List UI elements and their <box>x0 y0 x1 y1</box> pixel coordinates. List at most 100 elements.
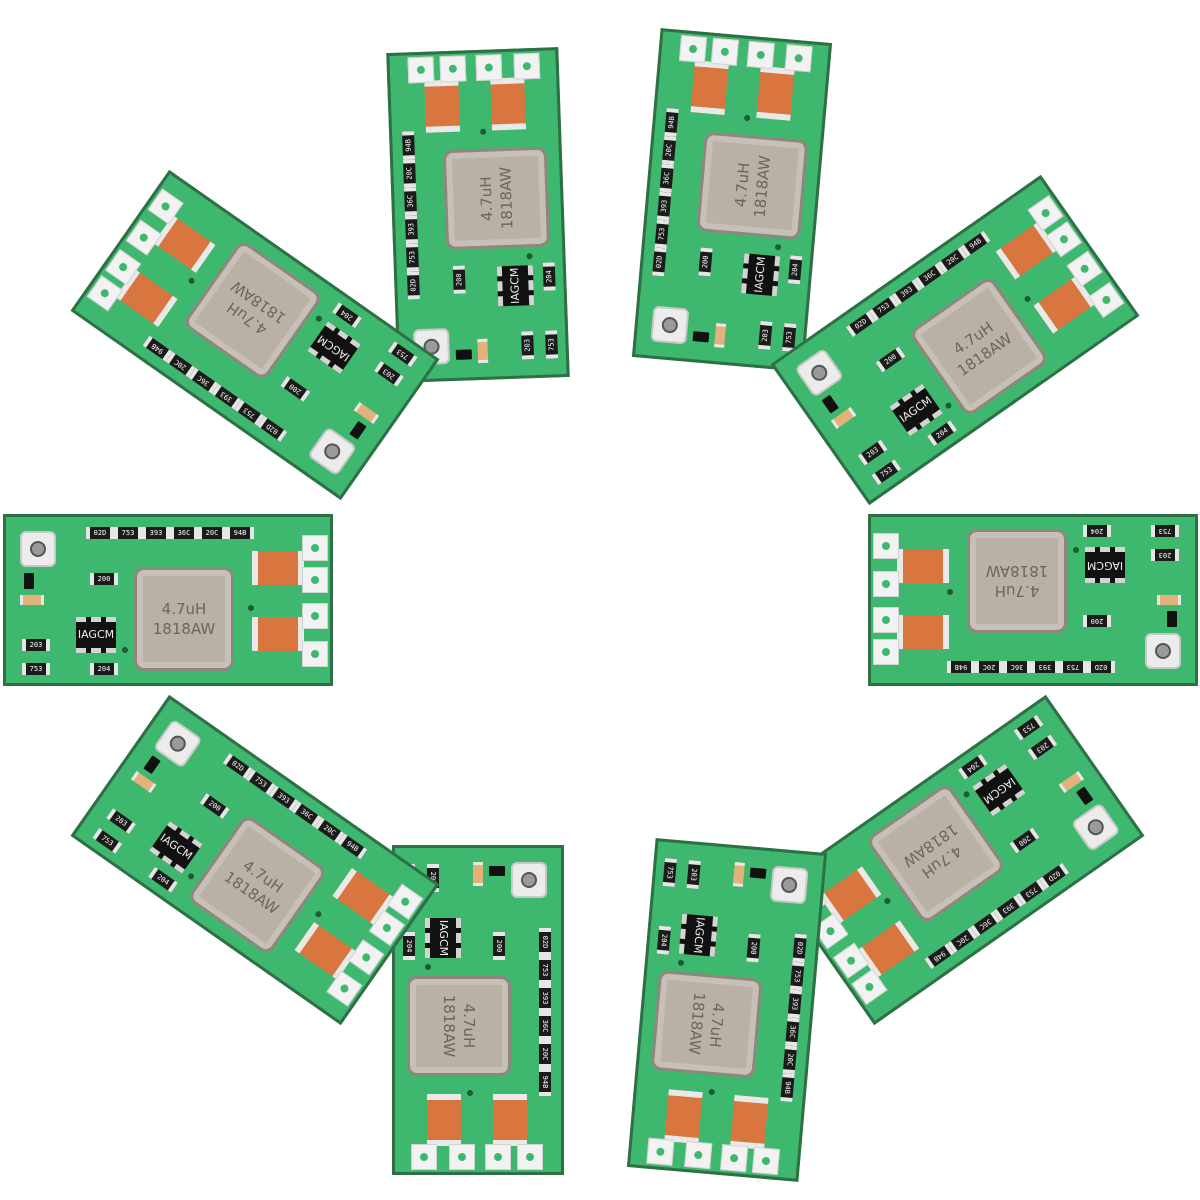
smd-resistor: 753 <box>654 219 669 249</box>
smd-resistor: 753 <box>545 330 559 359</box>
smd-resistor: 200 <box>746 933 761 963</box>
smd-resistor: 02D <box>406 271 420 300</box>
smd-resistor: 200 <box>698 247 713 277</box>
smd-resistor: 02D <box>257 415 288 442</box>
via <box>122 647 128 653</box>
potentiometer <box>794 347 845 398</box>
solder-pad <box>302 567 328 593</box>
solder-pad <box>86 275 123 312</box>
smd-resistor: 94B <box>142 335 173 362</box>
via <box>883 896 892 906</box>
regulator-ic: IAGCM <box>1085 547 1125 583</box>
smd-resistor: 02D <box>539 928 551 956</box>
smd-resistor: 20C <box>198 527 226 539</box>
ceramic-capacitor <box>490 77 527 131</box>
regulator-ic: IAGCM <box>76 617 116 653</box>
pcb: 02D 753 393 36C 20C 94B 200 203 753 204 … <box>70 694 440 1026</box>
regulator-ic: IAGCM <box>496 265 535 307</box>
solder-pad <box>387 883 424 920</box>
smd-resistor: 02D <box>86 527 114 539</box>
ceramic-capacitor <box>493 1094 527 1146</box>
smd-resistor: 203 <box>758 320 773 350</box>
buck-converter-board-top-right-inner: 02D 753 393 36C 20C 94B 200 203 753 204 … <box>631 28 833 372</box>
smd-resistor: 204 <box>787 255 803 285</box>
potentiometer <box>650 305 690 345</box>
smd-resistor: 94B <box>539 1068 551 1096</box>
smd-resistor: 204 <box>90 663 118 675</box>
ceramic-capacitor <box>664 1089 703 1145</box>
ceramic-capacitor <box>756 65 795 121</box>
inductor: 4.7uH 1818AW <box>134 567 234 671</box>
pcb: 02D 753 393 36C 20C 94B 200 203 753 204 … <box>770 174 1140 506</box>
inductor-value-label: 4.7uH <box>161 600 207 618</box>
smd-resistor: 753 <box>22 663 50 675</box>
buck-converter-board-right-upper: 02D 753 393 36C 20C 94B 200 203 753 204 … <box>770 174 1140 506</box>
smd-resistor: 204 <box>927 420 958 447</box>
buck-converter-board-left-upper: 02D 753 393 36C 20C 94B 200 203 753 204 … <box>70 169 440 501</box>
regulator-ic: IAGCM <box>740 253 781 297</box>
regulator-ic: IAGCM <box>149 821 203 874</box>
via <box>962 790 971 799</box>
smd-resistor: 753 <box>871 459 902 486</box>
smd-resistor: 753 <box>1013 714 1044 741</box>
inductor: 4.7uH 1818AW <box>650 969 763 1079</box>
solder-pad <box>873 639 899 665</box>
via <box>774 243 782 251</box>
smd-resistor: 393 <box>1031 661 1059 673</box>
ceramic-capacitor <box>857 920 920 979</box>
smd-resistor: 94B <box>960 230 991 257</box>
buck-converter-board-left-lower: 02D 753 393 36C 20C 94B 200 203 753 204 … <box>70 694 440 1026</box>
smd-resistor: 203 <box>374 360 404 387</box>
inductor: 4.7uH 1818AW <box>442 146 551 251</box>
ceramic-capacitor <box>730 1094 769 1150</box>
smd-resistor: 203 <box>1151 549 1179 561</box>
via <box>677 959 685 967</box>
pcb: 02D 753 393 36C 20C 94B 200 203 753 204 … <box>631 28 833 372</box>
via <box>425 964 431 970</box>
via <box>314 909 323 919</box>
smd-resistor: 393 <box>211 383 242 410</box>
regulator-ic: IAGCM <box>678 913 719 957</box>
smd-resistor: 753 <box>662 858 677 887</box>
smd-resistor: 200 <box>452 265 466 294</box>
inductor: 4.7uH 1818AW <box>407 976 511 1076</box>
solder-pad <box>513 52 541 80</box>
smd-resistor: 36C <box>188 367 219 394</box>
smd-resistor: 753 <box>790 961 805 991</box>
ceramic-capacitor <box>690 60 729 116</box>
smd-resistor: 94B <box>947 661 975 673</box>
via <box>947 589 953 595</box>
solder-pad <box>439 55 467 83</box>
ceramic-capacitor <box>252 617 304 651</box>
smd-diode <box>749 867 767 879</box>
ceramic-capacitor <box>294 922 357 980</box>
smd-resistor: 36C <box>1003 661 1031 673</box>
smd-resistor: 753 <box>234 399 265 426</box>
buck-converter-board-top-left-inner: 02D 753 393 36C 20C 94B 200 203 753 204 … <box>386 47 570 383</box>
smd-resistor: 393 <box>787 989 802 1019</box>
pcb: 02D 753 393 36C 20C 94B 200 203 753 204 … <box>626 838 828 1182</box>
smd-resistor: 36C <box>170 527 198 539</box>
via <box>467 1090 473 1096</box>
solder-pad <box>125 219 162 256</box>
smd-resistor: 20C <box>403 159 416 188</box>
smd-resistor: 753 <box>539 956 551 984</box>
smd-resistor: 753 <box>92 827 123 854</box>
smd-resistor: 753 <box>1059 661 1087 673</box>
inductor: 4.7uH 1818AW <box>967 529 1067 633</box>
smd-diode <box>692 331 710 343</box>
solder-pad <box>751 1146 781 1176</box>
smd-resistor: 200 <box>280 375 311 402</box>
smd-resistor: 36C <box>785 1017 800 1047</box>
smd-resistor: 200 <box>199 793 230 820</box>
inductor-value-label: 4.7uH <box>476 176 497 222</box>
ceramic-capacitor <box>897 615 949 649</box>
solder-pad <box>302 535 328 561</box>
via <box>186 872 196 881</box>
potentiometer <box>1145 633 1181 669</box>
smd-resistor: 94B <box>780 1073 795 1103</box>
pcb: 02D 753 393 36C 20C 94B 200 203 753 204 … <box>868 514 1198 686</box>
smd-resistor: 20C <box>165 351 196 378</box>
smd-diode <box>455 349 473 360</box>
solder-pad <box>873 571 899 597</box>
